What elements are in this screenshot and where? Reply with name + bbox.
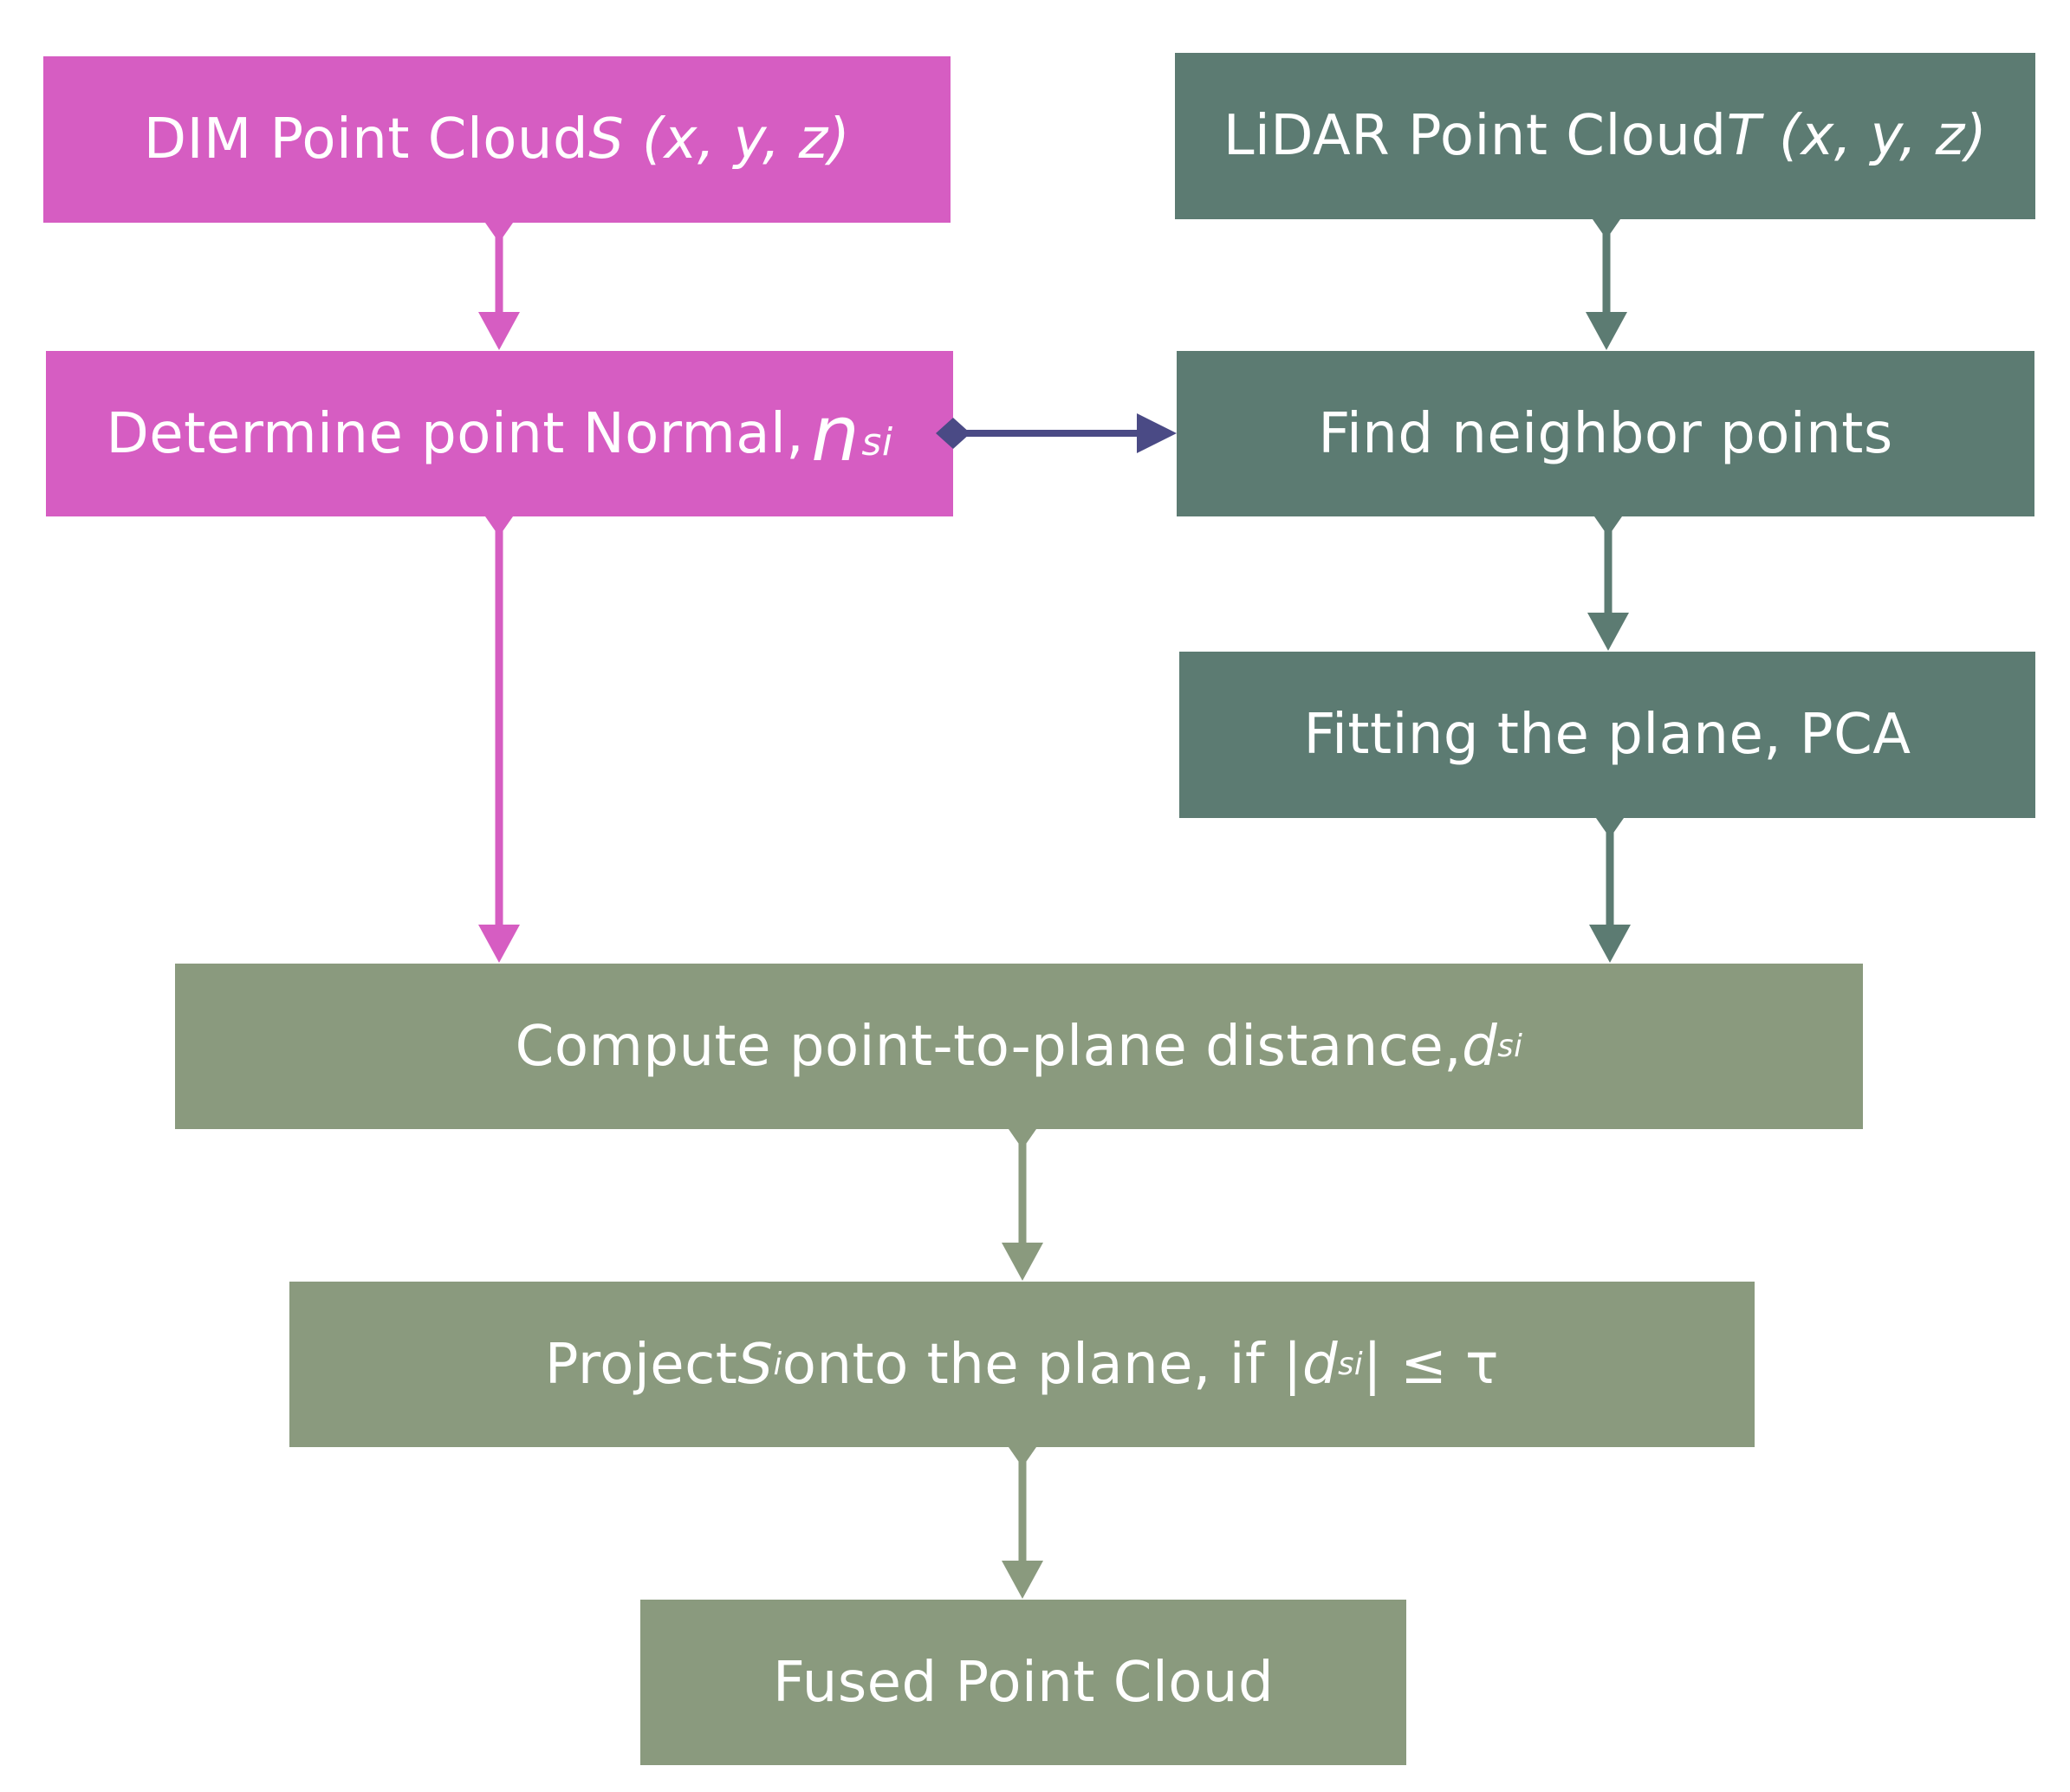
node-fit-label: Fitting the plane, PCA (1303, 703, 1911, 767)
edge-normal-to-neighbor (936, 413, 1177, 453)
node-normal-label: Determine point Normal, (106, 401, 805, 466)
node-dim-var: S (x, y, z) (588, 107, 851, 172)
edge-compute-to-project (1002, 1129, 1043, 1281)
node-project-dvar: d (1301, 1332, 1339, 1397)
edge-dim-to-normal (478, 223, 520, 350)
node-fused-point-cloud: Fused Point Cloud (640, 1600, 1406, 1765)
node-project-prefix: Project (544, 1332, 738, 1397)
node-neighbor-label: Find neighbor points (1318, 401, 1893, 466)
node-lidar-var: T (x, y, z) (1726, 104, 1988, 168)
node-dim-label: DIM Point Cloud (143, 107, 589, 172)
node-find-neighbors: Find neighbor points (1177, 351, 2034, 516)
edge-fit-to-compute (1589, 818, 1631, 963)
node-project-suffix: | ≤ τ (1363, 1332, 1500, 1397)
node-project-var: S (737, 1332, 774, 1397)
node-compute-var: d (1462, 1014, 1498, 1079)
node-normal-subscript: si (861, 420, 893, 464)
edge-normal-to-compute (478, 516, 520, 963)
edge-project-to-fused (1002, 1447, 1043, 1599)
node-project-middle: onto the plane, if | (782, 1332, 1302, 1397)
node-lidar-label: LiDAR Point Cloud (1223, 104, 1727, 168)
node-normal-symbol: n (811, 389, 860, 478)
edge-neighbor-to-fit (1587, 516, 1629, 651)
node-dim-point-cloud: DIM Point Cloud S (x, y, z) (43, 56, 951, 223)
node-fit-plane: Fitting the plane, PCA (1179, 652, 2035, 818)
node-compute-label: Compute point-to-plane distance, (515, 1014, 1463, 1079)
node-fused-label: Fused Point Cloud (772, 1650, 1275, 1715)
node-lidar-point-cloud: LiDAR Point Cloud T (x, y, z) (1175, 53, 2035, 219)
edge-lidar-to-neighbor (1586, 219, 1627, 350)
